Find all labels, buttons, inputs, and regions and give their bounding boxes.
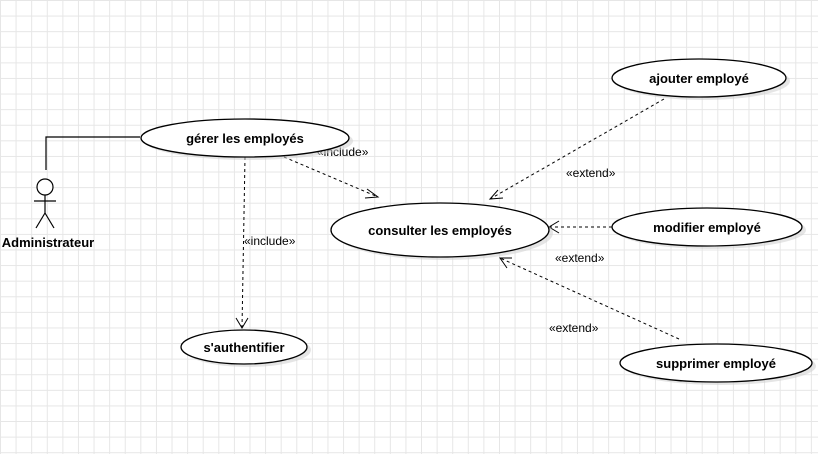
include-arrowhead-consulter [364, 188, 380, 199]
include-label-authentifier: «include» [244, 234, 296, 248]
use-case-ajouter[interactable]: ajouter employé [611, 58, 790, 100]
use-case-supprimer-label: supprimer employé [656, 356, 776, 371]
use-case-consulter-label: consulter les employés [368, 223, 512, 238]
use-case-modifier-label: modifier employé [653, 220, 761, 235]
extend-label-ajouter: «extend» [566, 166, 616, 180]
extend-label-modifier: «extend» [555, 251, 605, 265]
use-case-supprimer[interactable]: supprimer employé [619, 343, 816, 385]
extend-arrowhead-supprimer [499, 257, 512, 269]
extend-arrowhead-ajouter [488, 189, 504, 200]
include-arrow-consulter [283, 156, 379, 198]
actor-icon[interactable] [34, 178, 56, 229]
use-case-gerer-label: gérer les employés [186, 131, 304, 146]
actor-label: Administrateur [2, 235, 94, 250]
use-case-modifier[interactable]: modifier employé [611, 207, 806, 249]
use-case-gerer[interactable]: gérer les employés [140, 118, 353, 160]
include-arrowhead-authentifier [235, 317, 249, 329]
include-arrow-authentifier [241, 156, 246, 329]
use-case-authentifier-label: s'authentifier [203, 340, 284, 355]
association-line [45, 136, 140, 170]
extend-label-supprimer: «extend» [549, 321, 599, 335]
use-case-ajouter-label: ajouter employé [649, 71, 749, 86]
use-case-consulter[interactable]: consulter les employés [330, 202, 553, 260]
extend-arrow-supprimer [499, 257, 680, 340]
extend-arrow-ajouter [489, 98, 665, 200]
use-case-authentifier[interactable]: s'authentifier [180, 329, 311, 367]
